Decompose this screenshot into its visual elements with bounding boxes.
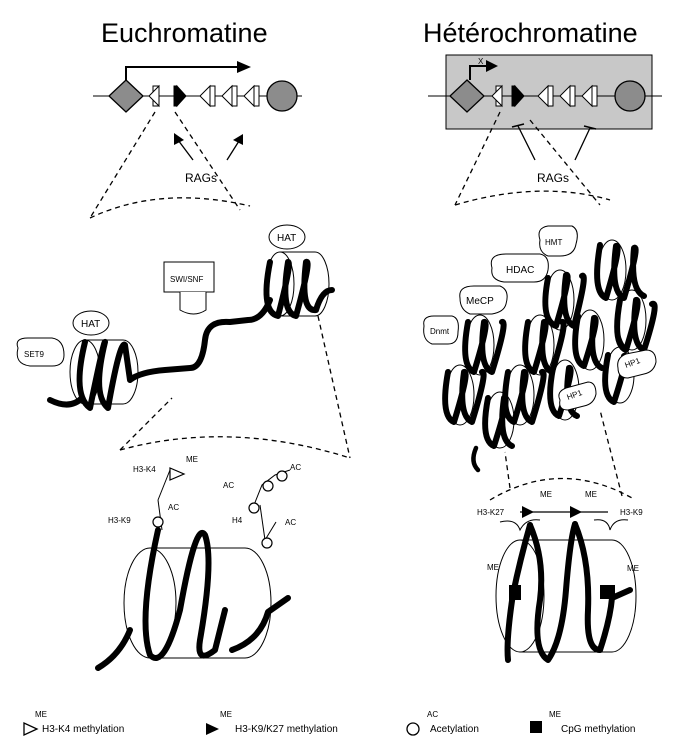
euchromatin-rag-arrows: RAGs: [174, 133, 243, 185]
h4-marks: AC AC AC H4: [223, 463, 301, 549]
open-triangle-icon: [23, 721, 39, 737]
svg-text:ME: ME: [540, 490, 552, 499]
h3k27-mark: H3-K27 ME: [477, 490, 552, 518]
svg-text:Dnmt: Dnmt: [430, 327, 450, 336]
legend-item-cpg: ME CpG methylation: [530, 710, 635, 735]
transcription-arrow-icon: [237, 61, 251, 73]
rags-label-right: RAGs: [537, 171, 569, 185]
euchromatin-zoom-lines-2: [119, 315, 351, 459]
hp1-bubble-a: HP1: [558, 381, 597, 411]
euchromatin-gene-locus: [93, 61, 302, 113]
svg-text:H3-K4: H3-K4: [133, 465, 156, 474]
heterochromatin-gene-locus: X: [428, 54, 662, 130]
svg-text:ME: ME: [220, 710, 232, 719]
svg-text:H3-K9: H3-K9: [108, 516, 131, 525]
enhancer-circle: [266, 80, 298, 112]
set9-bubble: SET9: [16, 337, 65, 367]
h3k4-mark: ME H3-K4: [133, 455, 198, 481]
svg-text:ME: ME: [627, 564, 639, 573]
rss-elements: [148, 84, 260, 108]
svg-text:ME: ME: [35, 710, 47, 719]
swi-snf-box: SWI/SNF: [163, 261, 215, 315]
svg-text:X: X: [478, 57, 484, 66]
svg-text:ME: ME: [549, 710, 561, 719]
filled-triangle-icon: [206, 723, 219, 735]
legend-item-acetylation: AC Acetylation: [406, 710, 479, 736]
legend-item-h3k4: ME H3-K4 methylation: [23, 710, 124, 737]
legend: ME H3-K4 methylation ME H3-K9/K27 methyl…: [23, 710, 635, 737]
rags-label-left: RAGs: [185, 171, 217, 185]
svg-text:HDAC: HDAC: [506, 265, 534, 276]
heterochromatin-rag-blocks: RAGs: [511, 123, 597, 185]
hp1-bubble-b: HP1: [617, 349, 657, 379]
svg-text:H3-K9/K27 methylation: H3-K9/K27 methylation: [235, 724, 338, 735]
dnmt-bubble: Dnmt: [423, 315, 459, 345]
heterochromatin-zoom-lines-1: [454, 111, 611, 206]
svg-text:H4: H4: [232, 516, 243, 525]
legend-item-h3k9-k27: ME H3-K9/K27 methylation: [206, 710, 338, 735]
open-circle-icon: [406, 722, 420, 736]
mecp-bubble: MeCP: [459, 285, 508, 315]
euchromatin-nucleosome-fiber: [47, 251, 335, 411]
euchromatin-nucleosome: [95, 469, 291, 671]
filled-square-icon: [530, 721, 542, 733]
svg-text:AC: AC: [168, 503, 179, 512]
hat-bubble-mid: HAT: [72, 310, 110, 336]
svg-text:HMT: HMT: [545, 238, 562, 247]
svg-text:H3-K9: H3-K9: [620, 508, 643, 517]
svg-text:ME: ME: [585, 490, 597, 499]
svg-text:Acetylation: Acetylation: [430, 724, 479, 735]
svg-text:AC: AC: [427, 710, 438, 719]
svg-text:SET9: SET9: [24, 350, 45, 359]
svg-text:CpG methylation: CpG methylation: [561, 724, 635, 735]
euchromatin-title: Euchromatine: [101, 18, 268, 48]
svg-text:AC: AC: [223, 481, 234, 490]
svg-text:ME: ME: [487, 563, 499, 572]
enhancer-circle-het: [614, 80, 646, 112]
svg-text:AC: AC: [285, 518, 296, 527]
heterochromatin-nucleosome: [495, 511, 637, 663]
hdac-bubble: HDAC: [490, 253, 549, 283]
svg-text:HAT: HAT: [277, 233, 296, 244]
promoter-diamond: [108, 79, 144, 113]
h3k9-mark: AC H3-K9: [108, 503, 179, 528]
euchromatin-zoom-lines-1: [89, 111, 251, 219]
cpg-marks: ME ME: [487, 563, 639, 600]
blocked-transcription-arrow-icon: [486, 60, 498, 72]
heterochromatin-zoom-lines-2: [489, 409, 633, 501]
h3k9-het-mark: H3-K9 ME: [570, 490, 643, 518]
hmt-bubble: HMT: [538, 225, 578, 257]
svg-text:HAT: HAT: [81, 319, 100, 330]
svg-text:SWI/SNF: SWI/SNF: [170, 275, 203, 284]
svg-text:ME: ME: [186, 455, 198, 464]
svg-text:MeCP: MeCP: [466, 296, 494, 307]
heterochromatin-title: Hétérochromatine: [423, 18, 638, 48]
svg-text:H3-K4 methylation: H3-K4 methylation: [42, 724, 124, 735]
hat-bubble-top: HAT: [268, 224, 306, 250]
svg-text:AC: AC: [290, 463, 301, 472]
svg-text:H3-K27: H3-K27: [477, 508, 505, 517]
promoter-diamond-het: [449, 79, 485, 113]
